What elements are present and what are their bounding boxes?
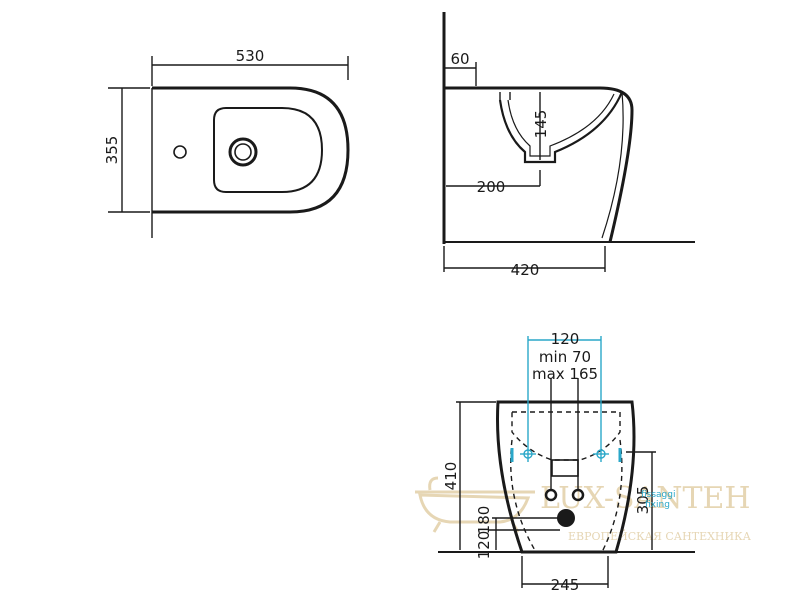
side-bowl-depth-label: 145 — [532, 110, 550, 139]
watermark-tagline: ЕВРОПЕЙСКАЯ САНТЕХНИКА — [568, 529, 752, 543]
top-width-label: 530 — [236, 47, 265, 65]
side-view — [442, 12, 695, 272]
top-view — [108, 56, 350, 238]
rear-max-label: max 165 — [532, 365, 598, 383]
fixing-label-en: fixing — [645, 500, 670, 510]
side-drain-label: 200 — [477, 178, 506, 196]
drain-outlet — [557, 509, 575, 527]
fixing-label-it: fissaggi — [641, 490, 676, 500]
side-rim-label: 60 — [450, 50, 469, 68]
side-length-label: 420 — [511, 261, 540, 279]
rear-drain-height-label: 180 — [475, 506, 493, 535]
rear-inlet-height-label: 120 — [475, 531, 493, 560]
watermark: LUX-SANTEH ЕВРОПЕЙСКАЯ САНТЕХНИКА — [415, 476, 752, 543]
rear-spacing-label: 120 — [551, 330, 580, 348]
rear-height-label: 410 — [442, 462, 460, 491]
rear-view — [438, 336, 695, 588]
rear-base-width-label: 245 — [551, 576, 580, 594]
rear-min-label: min 70 — [539, 348, 591, 366]
top-depth-label: 355 — [103, 136, 121, 165]
rear-side-height-label: 305 — [634, 486, 652, 515]
